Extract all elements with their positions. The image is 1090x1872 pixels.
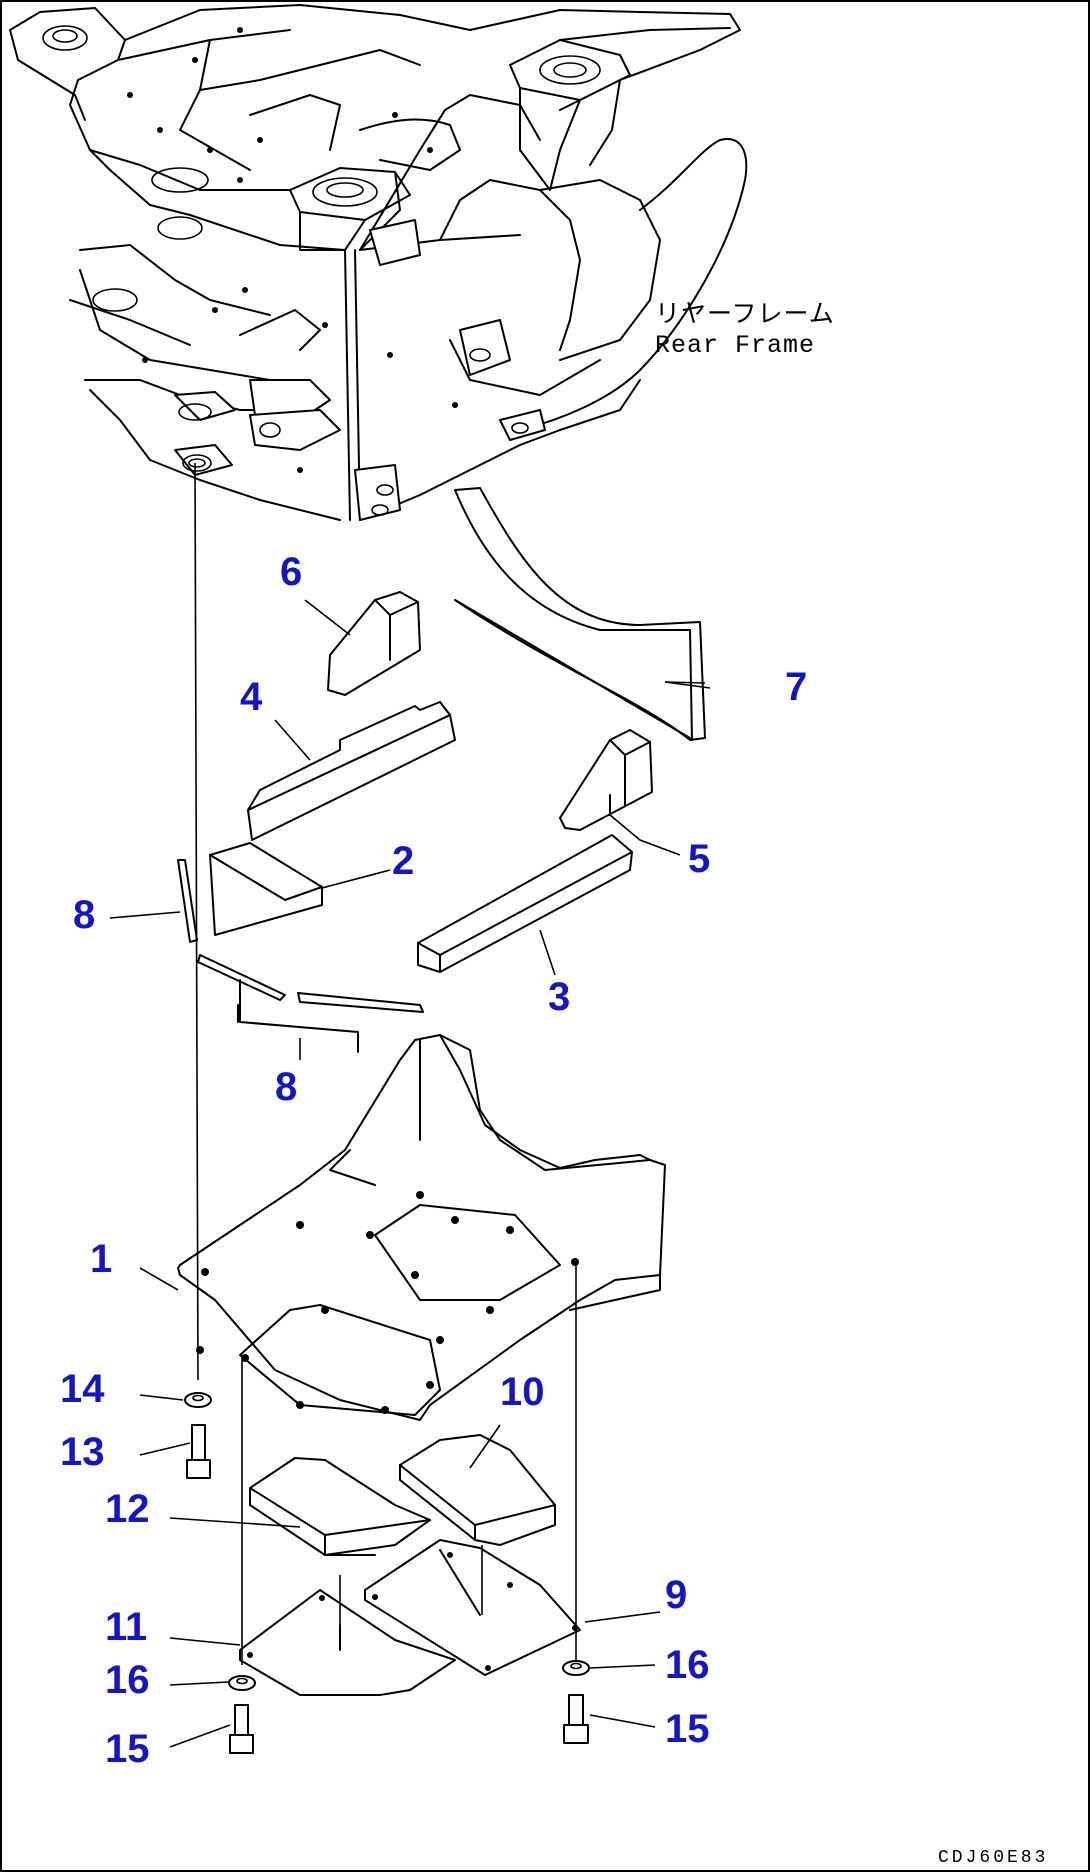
callout-13: 13 (60, 1430, 105, 1474)
callout-10: 10 (500, 1370, 545, 1414)
part-2-block (209, 842, 323, 936)
callout-11: 11 (105, 1605, 147, 1649)
callout-14: 14 (60, 1367, 105, 1411)
washer-16-left (228, 1675, 256, 1691)
callout-2: 2 (392, 839, 414, 883)
callout-7: 7 (785, 665, 807, 709)
drawing-code: CDJ60E83 (938, 1848, 1048, 1868)
callout-12: 12 (105, 1487, 150, 1531)
callout-8-upper: 8 (73, 893, 95, 937)
part-12-pad (249, 1457, 431, 1556)
callout-4: 4 (240, 675, 263, 719)
bolt-15-right (563, 1694, 589, 1744)
rear-frame-assembly (9, 4, 748, 521)
part-5-wedge (559, 729, 653, 831)
part-10-pad (399, 1434, 556, 1546)
callout-leader-lines (109, 599, 711, 1748)
frame-label-jp: リヤーフレーム (655, 301, 835, 330)
washer-14 (184, 1392, 212, 1408)
frame-label-en: Rear Frame (655, 331, 815, 360)
callout-15-right: 15 (665, 1707, 710, 1751)
callout-3: 3 (548, 975, 570, 1019)
frame-bolt-dots (127, 27, 458, 473)
washer-16-right (562, 1660, 590, 1676)
callout-6: 6 (280, 550, 302, 594)
part-1-floor-plate (177, 1034, 666, 1421)
bolt-15-left (229, 1704, 254, 1754)
callout-15-left: 15 (105, 1727, 150, 1771)
callout-1: 1 (90, 1237, 112, 1281)
callout-16-left: 16 (105, 1658, 150, 1702)
bolt-13 (186, 1424, 211, 1479)
assembly-leader-lines (194, 462, 577, 1665)
part-4-block (247, 701, 456, 841)
part-6-wedge (327, 591, 421, 696)
part-3-block (417, 834, 633, 973)
callout-16-right: 16 (665, 1643, 710, 1687)
callout-5: 5 (688, 837, 710, 881)
part-7-side-plate (454, 487, 706, 741)
callout-8-lower: 8 (275, 1065, 297, 1109)
callout-9: 9 (665, 1573, 687, 1617)
callout-numbers: 1 2 3 4 5 6 7 8 8 9 10 11 12 13 14 15 15… (60, 550, 807, 1771)
